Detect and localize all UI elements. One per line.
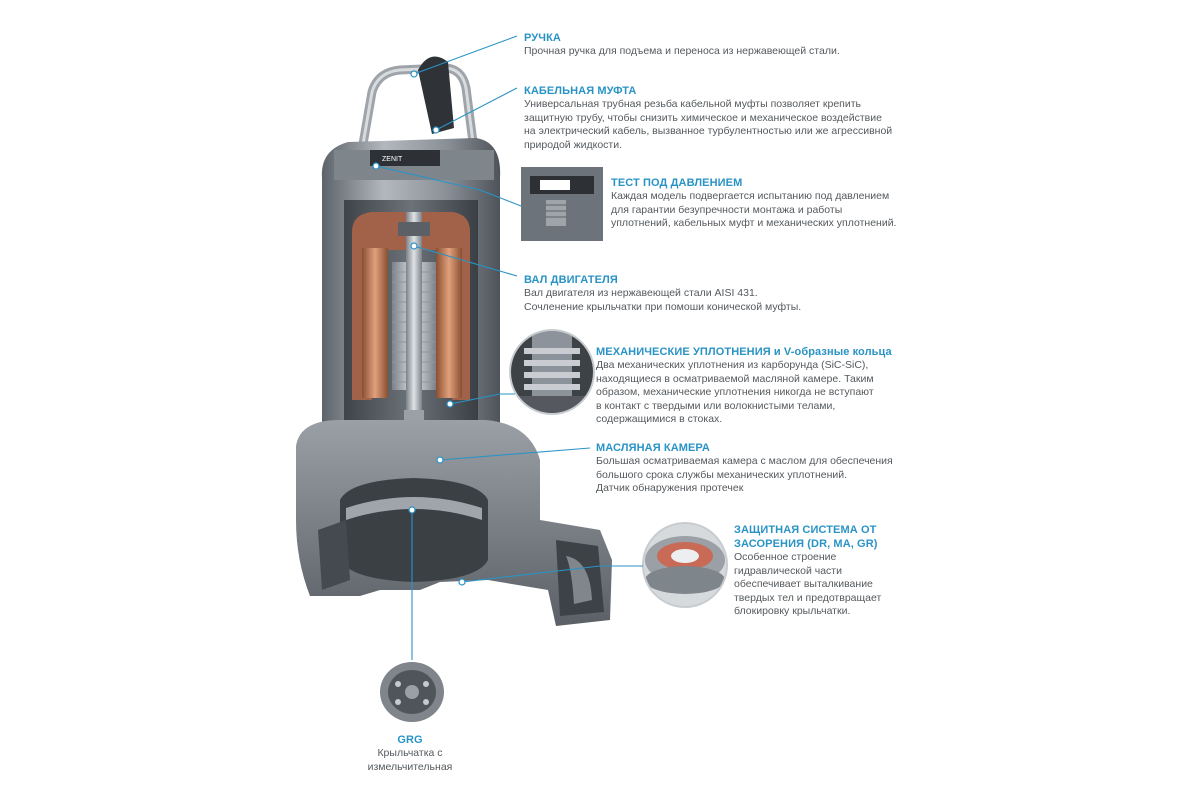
callout-handle-title: РУЧКА bbox=[524, 32, 561, 44]
body-line: твердых тел и предотвращает bbox=[734, 591, 882, 604]
body-line: в контакт с твердыми или волокнистыми те… bbox=[596, 399, 836, 412]
pressure-test-inset bbox=[521, 167, 603, 241]
title-line: ЗАЩИТНАЯ СИСТЕМА ОТ bbox=[734, 524, 877, 536]
callout-mechanical-seals: МЕХАНИЧЕСКИЕ УПЛОТНЕНИЯ и V-образные кол… bbox=[596, 345, 896, 427]
body-line: для гарантии безупречности монтажа и раб… bbox=[611, 203, 843, 216]
body-line: большого срока службы механических уплот… bbox=[596, 468, 848, 481]
body-line: находящиеся в осматриваемой масляной кам… bbox=[596, 372, 874, 385]
pump-plate-text: ZENIT bbox=[382, 156, 403, 163]
callout-mechanical-seals-title: МЕХАНИЧЕСКИЕ УПЛОТНЕНИЯ и V-образные кол… bbox=[596, 345, 896, 359]
body-line: природой жидкости. bbox=[524, 138, 622, 151]
callout-handle-body: Прочная ручка для подъема и переноса из … bbox=[524, 45, 840, 57]
body-line: образом, механические уплотнения никогда… bbox=[596, 386, 874, 398]
body-line: Универсальная трубная резьба кабельной м… bbox=[524, 98, 861, 110]
body-line: Особенное строение bbox=[734, 551, 837, 563]
motor-housing-graphic: ZENIT bbox=[321, 138, 501, 452]
grg-impeller-graphic bbox=[380, 662, 444, 722]
title-line: ЗАСОРЕНИЯ (DR, MA, GR) bbox=[734, 538, 878, 550]
body-line: блокировку крыльчатки. bbox=[734, 605, 851, 617]
body-line: гидравлической части bbox=[734, 564, 842, 577]
leader-dots bbox=[372, 70, 466, 586]
body-line: Два механических уплотнения из карборунд… bbox=[596, 359, 869, 371]
leader-lines bbox=[375, 35, 643, 660]
callout-mechanical-seals-body: Два механических уплотнения из карборунд… bbox=[596, 359, 896, 427]
callout-motor-shaft-title: ВАЛ ДВИГАТЕЛЯ bbox=[524, 274, 618, 286]
handle-graphic bbox=[357, 56, 479, 151]
mechanical-seals-inset bbox=[509, 329, 595, 415]
seals-title-suffix: и V-образные кольца bbox=[770, 346, 892, 358]
body-line: Сочленение крыльчатки при помоши коничес… bbox=[524, 300, 802, 313]
body-line: на электрический кабель, вызванное турбу… bbox=[524, 125, 893, 137]
body-line: Каждая модель подвергается испытанию под… bbox=[611, 190, 890, 202]
callout-motor-shaft-body: Вал двигателя из нержавеющей стали AISI … bbox=[524, 287, 824, 314]
callout-cable-gland-body: Универсальная трубная резьба кабельной м… bbox=[524, 98, 914, 152]
anti-clog-inset bbox=[642, 522, 728, 608]
callout-cable-gland-title: КАБЕЛЬНАЯ МУФТА bbox=[524, 85, 637, 97]
body-line: защитную трубу, чтобы снизить химическое… bbox=[524, 111, 882, 124]
callout-grg-title: GRG bbox=[397, 734, 423, 746]
body-line: измельчительная bbox=[367, 760, 453, 773]
callout-grg: GRG Крыльчатка с измельчительная bbox=[350, 733, 470, 774]
callout-pressure-test-title: ТЕСТ ПОД ДАВЛЕНИЕМ bbox=[611, 177, 743, 189]
callout-oil-chamber-title: МАСЛЯНАЯ КАМЕРА bbox=[596, 442, 710, 454]
body-line: содержащимися в стоках. bbox=[596, 413, 723, 425]
callout-grg-body: Крыльчатка с измельчительная bbox=[350, 747, 470, 774]
body-line: Датчик обнаружения протечек bbox=[596, 482, 744, 494]
callout-motor-shaft: ВАЛ ДВИГАТЕЛЯ Вал двигателя из нержавеющ… bbox=[524, 273, 824, 314]
callout-cable-gland: КАБЕЛЬНАЯ МУФТА Универсальная трубная ре… bbox=[524, 84, 914, 152]
callout-anti-clog-title: ЗАЩИТНАЯ СИСТЕМА ОТ ЗАСОРЕНИЯ (DR, MA, G… bbox=[734, 523, 904, 551]
callout-oil-chamber: МАСЛЯНАЯ КАМЕРА Большая осматриваемая ка… bbox=[596, 441, 916, 496]
body-line: Вал двигателя из нержавеющей стали AISI … bbox=[524, 287, 758, 299]
callout-pressure-test-body: Каждая модель подвергается испытанию под… bbox=[611, 190, 911, 231]
callout-handle: РУЧКА Прочная ручка для подъема и перено… bbox=[524, 31, 884, 59]
callout-pressure-test: ТЕСТ ПОД ДАВЛЕНИЕМ Каждая модель подверг… bbox=[611, 176, 911, 231]
body-line: уплотнений, кабельных муфт и механически… bbox=[611, 217, 897, 229]
callout-anti-clog: ЗАЩИТНАЯ СИСТЕМА ОТ ЗАСОРЕНИЯ (DR, MA, G… bbox=[734, 523, 904, 619]
body-line: Крыльчатка с bbox=[377, 747, 443, 759]
body-line: обеспечивает выталкивание bbox=[734, 578, 873, 590]
callout-anti-clog-body: Особенное строение гидравлической части … bbox=[734, 551, 904, 619]
seals-title-main: МЕХАНИЧЕСКИЕ УПЛОТНЕНИЯ bbox=[596, 346, 771, 358]
volute-casing-graphic bbox=[296, 420, 612, 626]
callout-oil-chamber-body: Большая осматриваемая камера с маслом дл… bbox=[596, 455, 916, 496]
body-line: Большая осматриваемая камера с маслом дл… bbox=[596, 455, 893, 467]
